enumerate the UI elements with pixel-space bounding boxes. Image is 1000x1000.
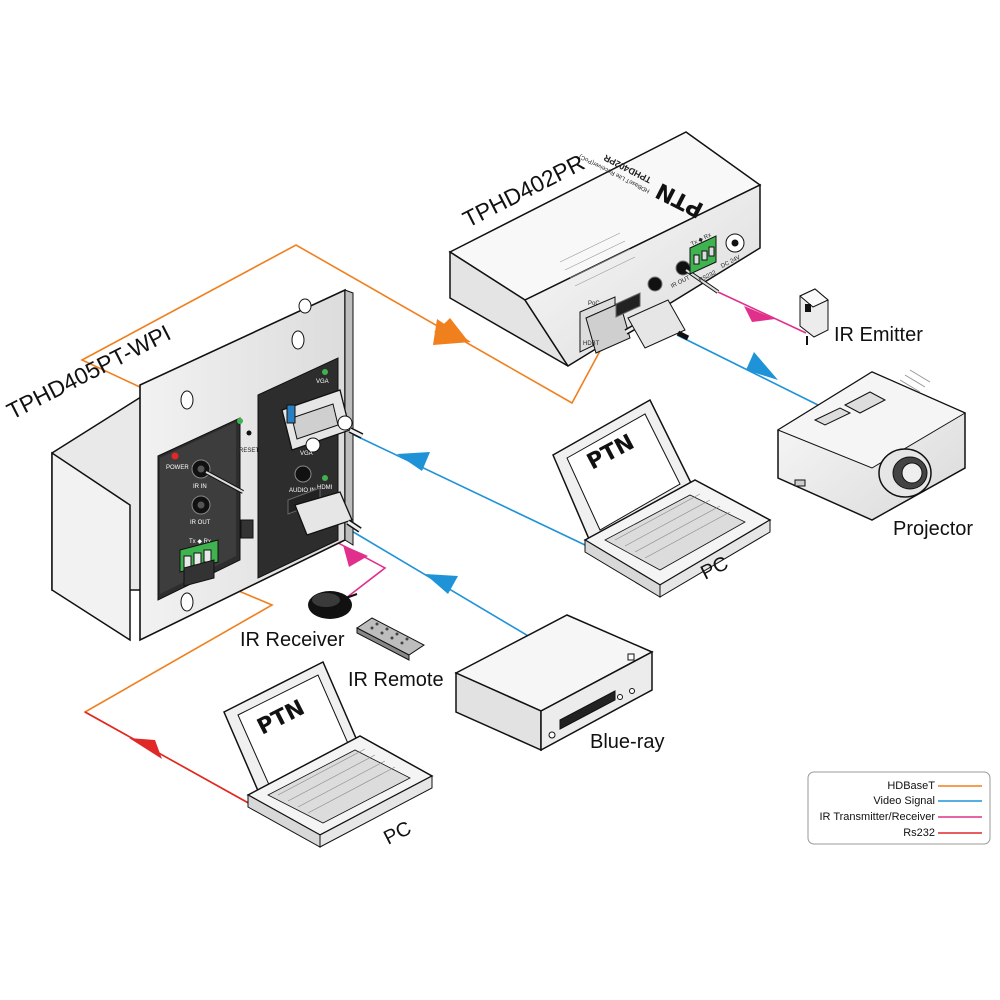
- wallplate-txrx-label: Tx ◆ Rx: [189, 539, 211, 545]
- vga-port-label: VGA: [300, 451, 313, 457]
- pc-bottom-label: PC: [380, 817, 415, 849]
- receiver-audio-jack[interactable]: [647, 276, 663, 292]
- vga-connector[interactable]: [281, 389, 364, 453]
- video-arrow-projector: [746, 352, 778, 380]
- projector-device: [776, 369, 967, 521]
- ir-arrow-emitter: [744, 306, 775, 322]
- audio-in-label: AUDIO IN: [289, 488, 316, 494]
- ir-remote-label: IR Remote: [348, 669, 444, 691]
- video-cable-pc: [349, 432, 586, 546]
- hdmi-led-icon: [322, 475, 328, 481]
- laptop-bottom: PTN: [223, 660, 434, 848]
- wallplate-device[interactable]: POWER IR IN IR OUT Tx ◆ Rx RESET VGA: [51, 288, 364, 642]
- power-led-icon: [171, 452, 179, 460]
- rs232-terminal[interactable]: Tx ◆ Rx: [179, 539, 219, 587]
- ir-cable-emitter: [717, 291, 807, 334]
- reset-label: RESET: [239, 448, 259, 454]
- hdbaset-arrowhead: [433, 319, 471, 345]
- video-arrow-pc: [397, 452, 430, 471]
- ir-in-label: IR IN: [193, 484, 207, 490]
- power-label: POWER: [166, 465, 189, 471]
- legend-label-3: Rs232: [903, 827, 935, 839]
- ir-receiver-device: [308, 591, 358, 619]
- receiver-hdbt-label: HDBT: [583, 341, 600, 347]
- hdbaset-cable: [80, 244, 609, 405]
- reset-button[interactable]: [246, 430, 252, 436]
- ir-remote-device: [356, 617, 425, 661]
- receiver-hdmi-out[interactable]: [615, 292, 690, 349]
- receiver-device[interactable]: PTN TPHD402PR HDBaseT Lite Receiver(PoC)…: [448, 131, 762, 368]
- hdmi-connector[interactable]: [287, 487, 362, 536]
- ir-arrow-wallplate: [343, 545, 368, 567]
- legend-label-2: IR Transmitter/Receiver: [819, 811, 935, 823]
- rs232-cable-red: [84, 711, 271, 816]
- bluray-device: [454, 614, 654, 752]
- video-arrow-bluray: [425, 574, 458, 594]
- rs232-arrow: [129, 738, 162, 759]
- legend-label-0: HDBaseT: [887, 780, 935, 792]
- bluray-label: Blue-ray: [590, 731, 664, 753]
- ir-out-label: IR OUT: [190, 520, 211, 526]
- laptop-top: PTN: [552, 398, 772, 598]
- ir-receiver-label: IR Receiver: [240, 629, 345, 651]
- vga-led-icon: [322, 369, 328, 375]
- link-led-icon: [237, 418, 243, 424]
- audio-in-jack[interactable]: [294, 465, 312, 483]
- legend-label-1: Video Signal: [873, 795, 935, 807]
- ir-emitter-label: IR Emitter: [834, 324, 923, 346]
- ir-emitter-device: [799, 288, 829, 345]
- vga-label: VGA: [316, 379, 329, 385]
- hdmi-label: HDMI: [317, 485, 333, 491]
- legend: HDBaseT Video Signal IR Transmitter/Rece…: [807, 771, 991, 845]
- receiver-poc-label: PoC: [588, 301, 600, 307]
- projector-label: Projector: [893, 518, 973, 540]
